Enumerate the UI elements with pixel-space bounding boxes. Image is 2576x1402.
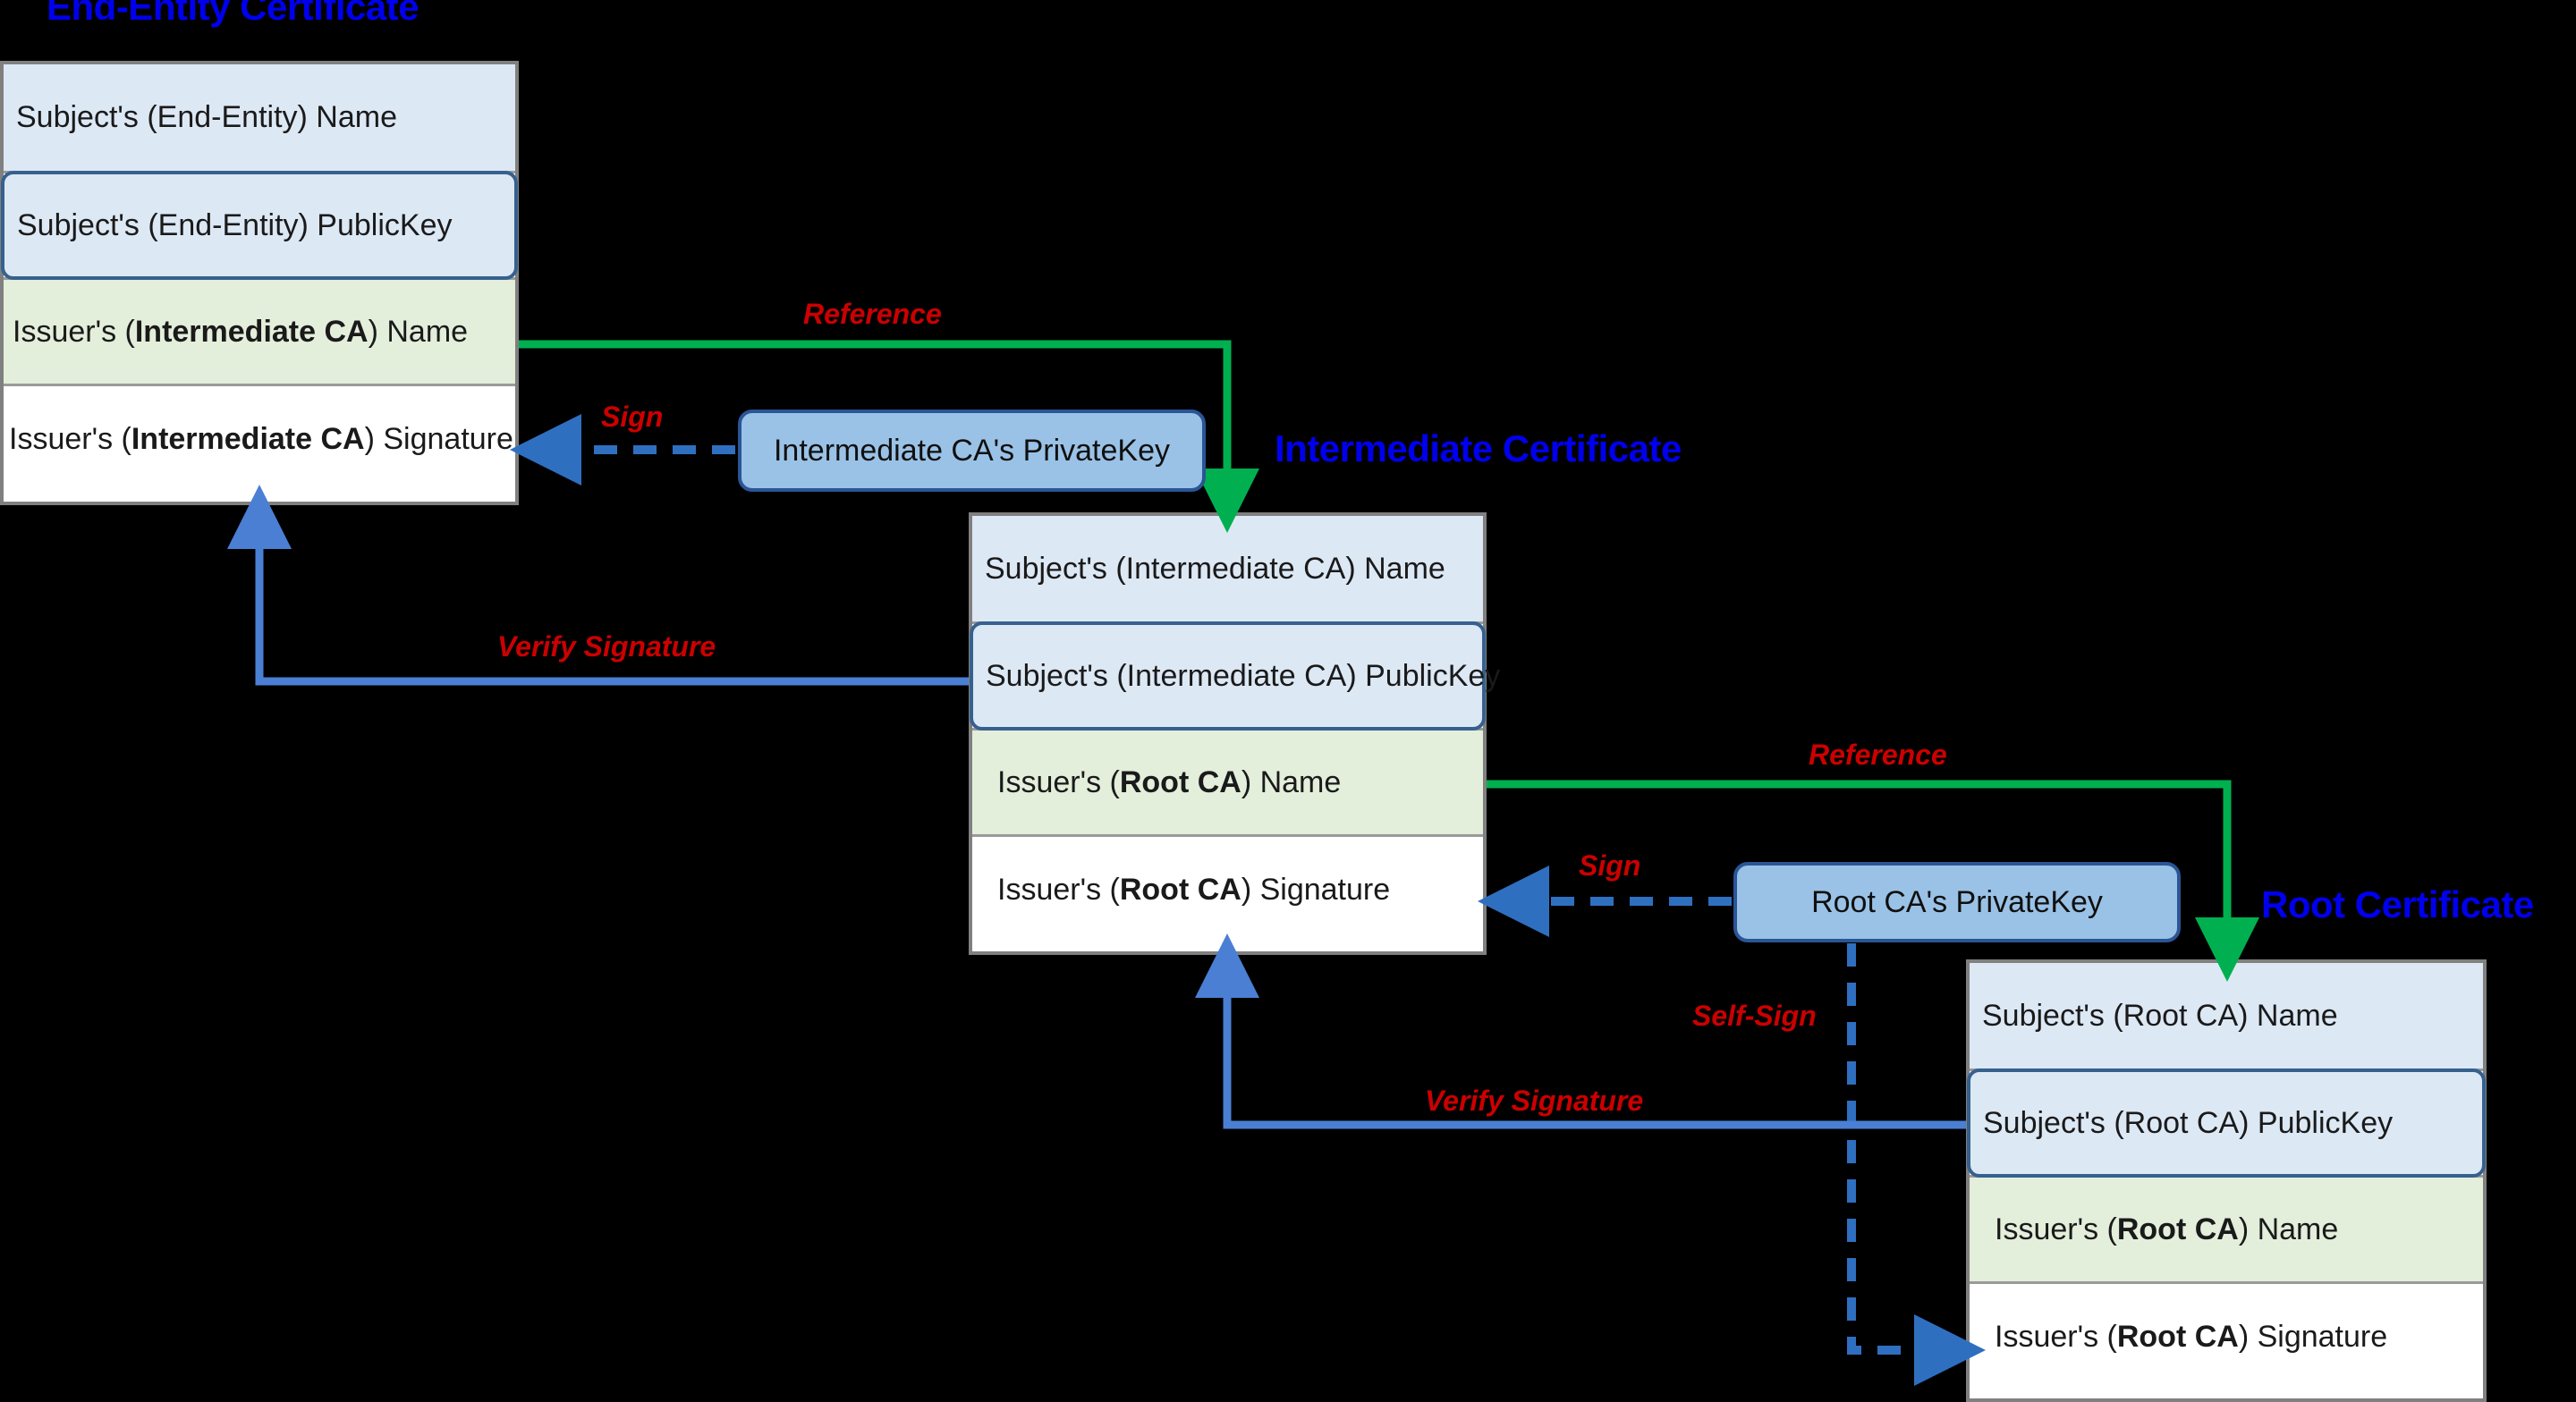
- intermediate-ca-private-key-box[interactable]: Intermediate CA's PrivateKey: [738, 410, 1206, 492]
- intermediate-title: Intermediate Certificate: [1275, 427, 1682, 469]
- self-sign-arrow: [1847, 943, 1986, 1386]
- issuer-ca-name: Root CA: [1119, 764, 1241, 799]
- signature-ca-name: Root CA: [2116, 1319, 2239, 1354]
- end-entity-subject-publickey-label: Subject's (End-Entity) PublicKey: [17, 207, 453, 242]
- intermediate-issuer-name-row: Issuer's (Root CA) Name: [972, 728, 1483, 837]
- issuer-suffix: ) Name: [1241, 764, 1342, 799]
- intermediate-issuer-signature-row: Issuer's (Root CA) Signature: [972, 837, 1483, 942]
- intermediate-issuer-name-label: Issuer's (Root CA) Name: [997, 765, 1341, 800]
- end-entity-certificate: Subject's (End-Entity) Name Subject's (E…: [0, 61, 519, 505]
- signature-prefix: Issuer's (: [1995, 1319, 2117, 1354]
- reference-label-top: Reference: [803, 298, 942, 330]
- end-entity-issuer-name-label: Issuer's (Intermediate CA) Name: [13, 315, 468, 350]
- issuer-prefix: Issuer's (: [997, 764, 1120, 799]
- reference-label-bottom: Reference: [1809, 739, 1947, 771]
- signature-prefix: Issuer's (: [9, 422, 131, 456]
- issuer-suffix: ) Name: [368, 314, 469, 349]
- root-issuer-signature-row: Issuer's (Root CA) Signature: [1970, 1284, 2483, 1389]
- signature-prefix: Issuer's (: [997, 872, 1120, 907]
- verify-label-bottom: Verify Signature: [1425, 1085, 1644, 1117]
- sign-label-bottom: Sign: [1579, 849, 1641, 882]
- sign-label-top: Sign: [601, 401, 664, 433]
- end-entity-subject-name-row: Subject's (End-Entity) Name: [4, 64, 515, 173]
- end-entity-subject-name-label: Subject's (End-Entity) Name: [16, 100, 397, 134]
- signature-suffix: ) Signature: [1241, 872, 1391, 907]
- root-issuer-name-label: Issuer's (Root CA) Name: [1995, 1212, 2338, 1247]
- verify-label-top: Verify Signature: [497, 630, 716, 663]
- end-entity-issuer-signature-row: Issuer's (Intermediate CA) Signature: [4, 386, 515, 493]
- root-subject-publickey-label: Subject's (Root CA) PublicKey: [1983, 1105, 2394, 1140]
- root-issuer-name-row: Issuer's (Root CA) Name: [1970, 1175, 2483, 1284]
- root-subject-name-label: Subject's (Root CA) Name: [1982, 998, 2338, 1033]
- root-subject-name-row: Subject's (Root CA) Name: [1970, 963, 2483, 1071]
- issuer-ca-name: Intermediate CA: [134, 314, 369, 349]
- root-issuer-signature-label: Issuer's (Root CA) Signature: [1995, 1320, 2387, 1355]
- root-subject-publickey-row: Subject's (Root CA) PublicKey: [1967, 1068, 2486, 1178]
- root-certificate: Subject's (Root CA) Name Subject's (Root…: [1966, 959, 2487, 1402]
- end-entity-issuer-signature-label: Issuer's (Intermediate CA) Signature: [9, 422, 513, 457]
- issuer-prefix: Issuer's (: [1995, 1212, 2117, 1246]
- root-title: Root Certificate: [2261, 883, 2534, 925]
- root-ca-private-key-label: Root CA's PrivateKey: [1811, 884, 2103, 919]
- issuer-prefix: Issuer's (: [13, 314, 135, 349]
- intermediate-certificate: Subject's (Intermediate CA) Name Subject…: [969, 512, 1500, 955]
- root-ca-private-key-box[interactable]: Root CA's PrivateKey: [1733, 862, 2181, 942]
- intermediate-subject-publickey-row: Subject's (Intermediate CA) PublicKey: [970, 621, 1500, 731]
- end-entity-subject-publickey-row: Subject's (End-Entity) PublicKey: [1, 171, 518, 280]
- intermediate-issuer-signature-label: Issuer's (Root CA) Signature: [997, 873, 1390, 908]
- intermediate-subject-name-label: Subject's (Intermediate CA) Name: [985, 551, 1445, 586]
- signature-ca-name: Root CA: [1119, 872, 1241, 907]
- signature-suffix: ) Signature: [364, 422, 513, 456]
- issuer-ca-name: Root CA: [2116, 1212, 2239, 1246]
- intermediate-ca-private-key-label: Intermediate CA's PrivateKey: [773, 433, 1170, 468]
- end-entity-title: End-Entity Certificate: [47, 0, 419, 28]
- end-entity-issuer-name-row: Issuer's (Intermediate CA) Name: [4, 277, 515, 386]
- intermediate-subject-publickey-label: Subject's (Intermediate CA) PublicKey: [986, 658, 1501, 693]
- intermediate-subject-name-row: Subject's (Intermediate CA) Name: [972, 516, 1483, 624]
- issuer-suffix: ) Name: [2238, 1212, 2339, 1246]
- signature-suffix: ) Signature: [2238, 1319, 2388, 1354]
- signature-ca-name: Intermediate CA: [131, 422, 365, 456]
- self-sign-label: Self-Sign: [1692, 1000, 1817, 1032]
